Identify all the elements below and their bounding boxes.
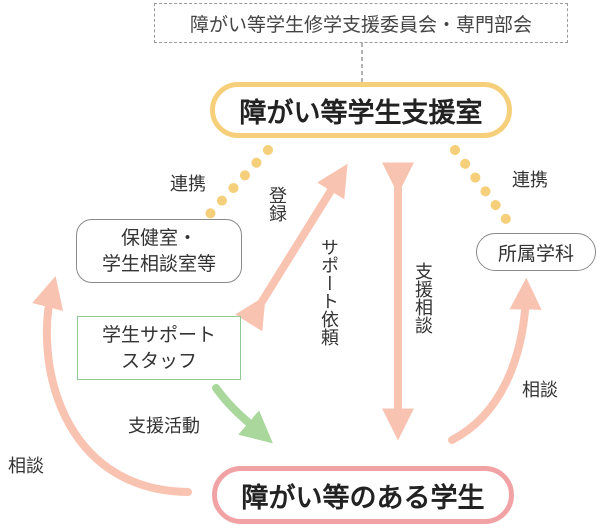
- consult-right-arrow: [448, 277, 542, 444]
- health-center-label-line2: 学生相談室等: [101, 253, 216, 275]
- consult-left-label: 相談: [8, 456, 44, 477]
- cooperation-right-dots: [450, 145, 519, 235]
- registration-label: 登録: [266, 186, 287, 222]
- cooperation-left-dots: [203, 145, 273, 221]
- support-activity-arrow: [212, 384, 273, 444]
- students-label: 障がい等のある学生: [241, 482, 485, 514]
- support-office-label: 障がい等学生支援室: [239, 97, 483, 129]
- support-office-box: 障がい等学生支援室: [210, 82, 512, 138]
- department-label: 所属学科: [497, 242, 574, 265]
- health-center-box: 保健室・ 学生相談室等: [76, 219, 242, 283]
- cooperation-right-label: 連携: [512, 170, 548, 191]
- support-staff-label-line2: スタッフ: [120, 350, 197, 372]
- consult-right-label: 相談: [522, 380, 558, 401]
- support-request-label: サポート依頼: [318, 238, 339, 346]
- support-activity-label: 支援活動: [128, 416, 200, 437]
- department-box: 所属学科: [476, 233, 596, 271]
- health-center-label-line1: 保健室・: [120, 227, 197, 249]
- consult-left-arrow: [32, 276, 192, 496]
- committee-box: 障がい等学生修学支援委員会・専門部会: [154, 3, 568, 43]
- students-box: 障がい等のある学生: [212, 466, 514, 524]
- cooperation-left-label: 連携: [170, 174, 206, 195]
- support-consult-label: 支援相談: [412, 262, 433, 334]
- support-staff-label-line1: 学生サポート: [101, 324, 216, 346]
- committee-label: 障がい等学生修学支援委員会・専門部会: [189, 13, 532, 36]
- support-staff-box: 学生サポート スタッフ: [77, 316, 241, 380]
- registration-arrow: [235, 163, 348, 332]
